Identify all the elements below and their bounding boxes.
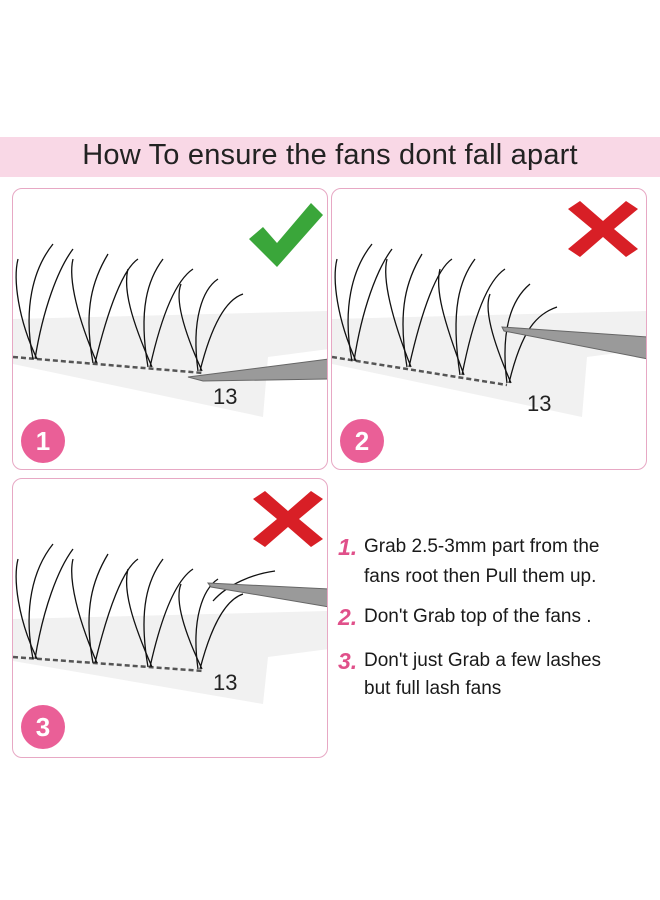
- check-icon: [249, 203, 323, 267]
- length-label: 13: [213, 670, 237, 695]
- lash-strip-backing: [13, 611, 327, 704]
- cross-icon: [253, 491, 323, 547]
- title-band: [0, 137, 660, 177]
- tweezers: [206, 582, 327, 608]
- step-number-badge: 1: [21, 419, 65, 463]
- instruction-number: 2.: [338, 604, 358, 630]
- instruction-number: 3.: [338, 648, 358, 674]
- instruction-line: but full lash fans: [364, 678, 502, 699]
- instruction-line: fans root then Pull them up.: [364, 566, 597, 587]
- lash-strip-illustration: 13: [13, 543, 327, 704]
- lash-strip-illustration: 13: [13, 243, 327, 417]
- step-number-badge: 3: [21, 705, 65, 749]
- cross-icon: [568, 201, 638, 257]
- length-label: 13: [527, 391, 551, 416]
- lash-fans: [15, 543, 276, 670]
- instruction-line: Grab 2.5-3mm part from the: [364, 536, 600, 557]
- instruction-line: Don't just Grab a few lashes: [364, 650, 602, 671]
- lash-strip-backing: [332, 311, 646, 417]
- lash-strip-glue-line: [332, 355, 508, 387]
- step-number-badge: 2: [340, 419, 384, 463]
- cross-badge: [253, 491, 323, 552]
- panel-step-2: 13 2: [331, 188, 647, 470]
- panel-step-1: 13 1: [12, 188, 328, 470]
- lash-fans: [15, 243, 244, 372]
- instruction-number: 1.: [338, 534, 358, 560]
- cross-badge: [568, 201, 638, 262]
- lash-strip-backing: [13, 311, 327, 417]
- panel-step-3: 13 3: [12, 478, 328, 758]
- length-label: 13: [213, 384, 237, 409]
- instruction-line: Don't Grab top of the fans .: [364, 606, 592, 627]
- tweezers: [187, 358, 327, 382]
- lash-strip-illustration: 13: [332, 243, 646, 417]
- check-badge: [245, 197, 325, 274]
- page-title: How To ensure the fans dont fall apart: [82, 139, 578, 171]
- lash-fans: [334, 243, 558, 384]
- tweezers: [501, 326, 646, 360]
